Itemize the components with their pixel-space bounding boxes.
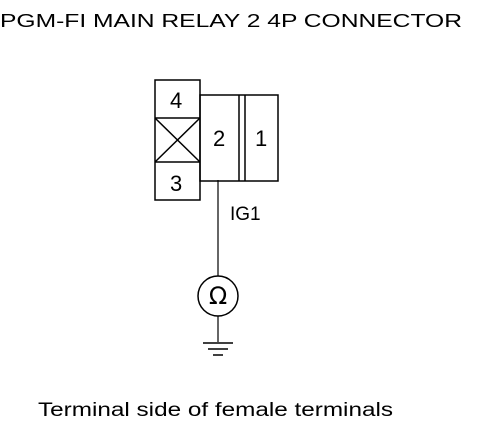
connector: [154, 79, 279, 201]
ground-icon: [203, 342, 233, 356]
terminal-3-label: 3: [170, 171, 182, 196]
ohmmeter-icon: Ω: [197, 275, 239, 317]
terminal-2-label: 2: [213, 126, 225, 151]
terminal-1-label: 1: [255, 126, 267, 151]
ohm-symbol: Ω: [209, 282, 227, 310]
terminal-4-label: 4: [170, 88, 182, 113]
x-mark-cavity-icon: [154, 117, 201, 163]
diagram-title: PGM-FI MAIN RELAY 2 4P CONNECTOR: [0, 10, 462, 31]
diagram-caption: Terminal side of female terminals: [38, 400, 393, 421]
wire-label: IG1: [230, 204, 261, 225]
